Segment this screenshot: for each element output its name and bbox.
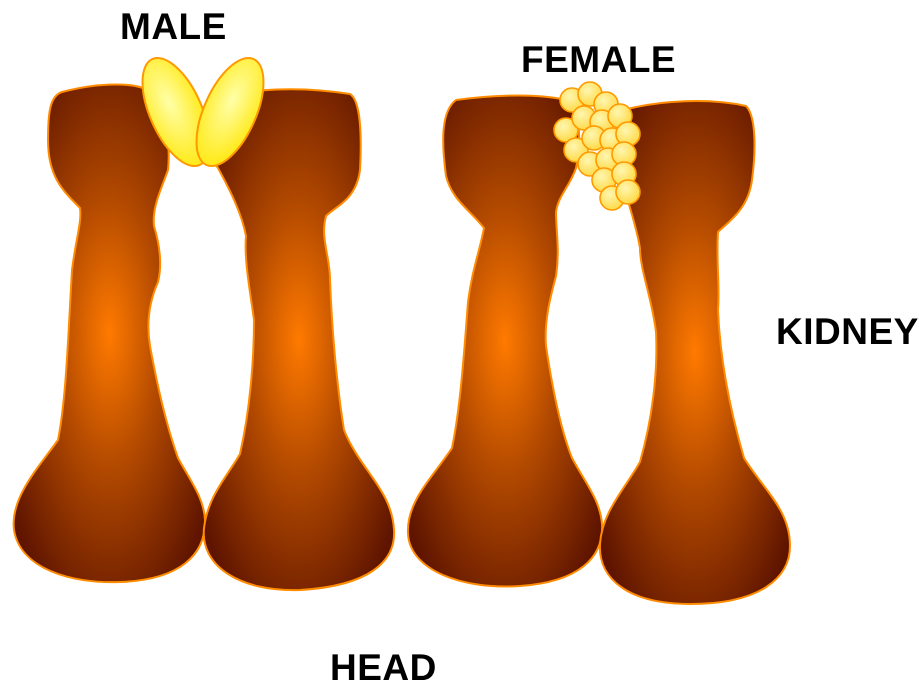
ovary-cluster xyxy=(554,82,640,210)
male-left-kidney-lobe xyxy=(14,85,205,583)
male-right-kidney-lobe xyxy=(204,89,394,590)
head-label: HEAD xyxy=(330,649,437,686)
kidney-label: KIDNEY xyxy=(776,313,919,350)
female-left-kidney-lobe xyxy=(408,96,602,587)
ovary-egg xyxy=(616,180,640,204)
male-label: MALE xyxy=(120,8,227,45)
female-label: FEMALE xyxy=(521,41,676,78)
